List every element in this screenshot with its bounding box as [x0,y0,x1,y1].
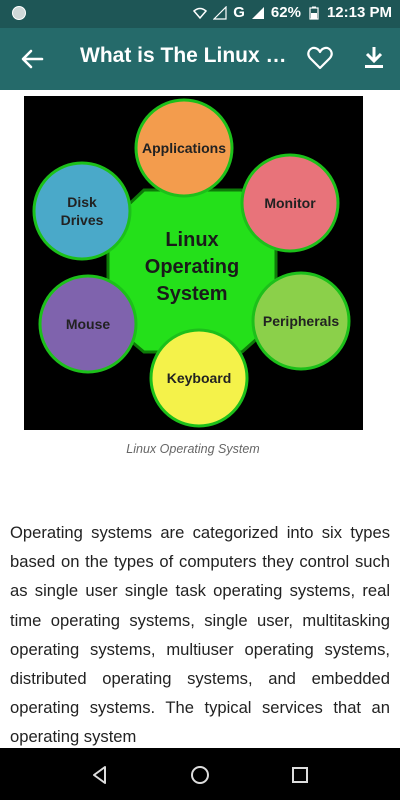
heart-outline-icon[interactable] [306,44,334,72]
node-disk-drives: Disk Drives [32,161,132,261]
nav-back-icon[interactable] [89,764,111,786]
nav-home-icon[interactable] [189,764,211,786]
node-label: Drives [61,212,104,228]
node-label: Mouse [66,316,111,332]
node-peripherals: Peripherals [251,271,351,371]
signal-icon [251,6,264,19]
page-title: What is The Linux Operating System [80,44,295,67]
node-mouse: Mouse [38,274,138,374]
center-label-line1: Linux [165,229,218,251]
node-label: Keyboard [167,370,232,386]
nav-recents-icon[interactable] [289,764,311,786]
wifi-icon [193,7,208,19]
linux-os-diagram: Linux Operating System Applications Moni… [24,96,363,430]
navigation-bar [0,748,400,800]
status-bar: G 62% 12:13 PM [0,0,400,28]
node-label: Applications [142,140,226,156]
node-label: Monitor [264,195,316,211]
figure-caption: Linux Operating System [126,442,260,456]
center-label-line2: Operating [145,256,239,278]
notification-icon [12,6,26,20]
article-paragraph: Operating systems are categorized into s… [10,523,390,747]
diagram-svg: Linux Operating System Applications Moni… [32,98,351,428]
node-label: Peripherals [263,313,339,329]
arrow-back-icon[interactable] [18,45,46,73]
node-keyboard: Keyboard [149,328,249,428]
download-icon[interactable] [360,44,388,72]
battery-icon [309,6,319,20]
network-type-label: G [233,4,245,21]
node-label: Disk [67,194,97,210]
clock: 12:13 PM [326,4,392,21]
status-icons: G 62% 12:13 PM [193,4,392,21]
battery-percent: 62% [270,4,301,21]
signal-empty-icon [213,5,227,20]
node-monitor: Monitor [240,153,340,253]
node-applications: Applications [134,98,234,198]
app-bar: What is The Linux Operating System [0,28,400,90]
center-label-line3: System [156,283,227,305]
